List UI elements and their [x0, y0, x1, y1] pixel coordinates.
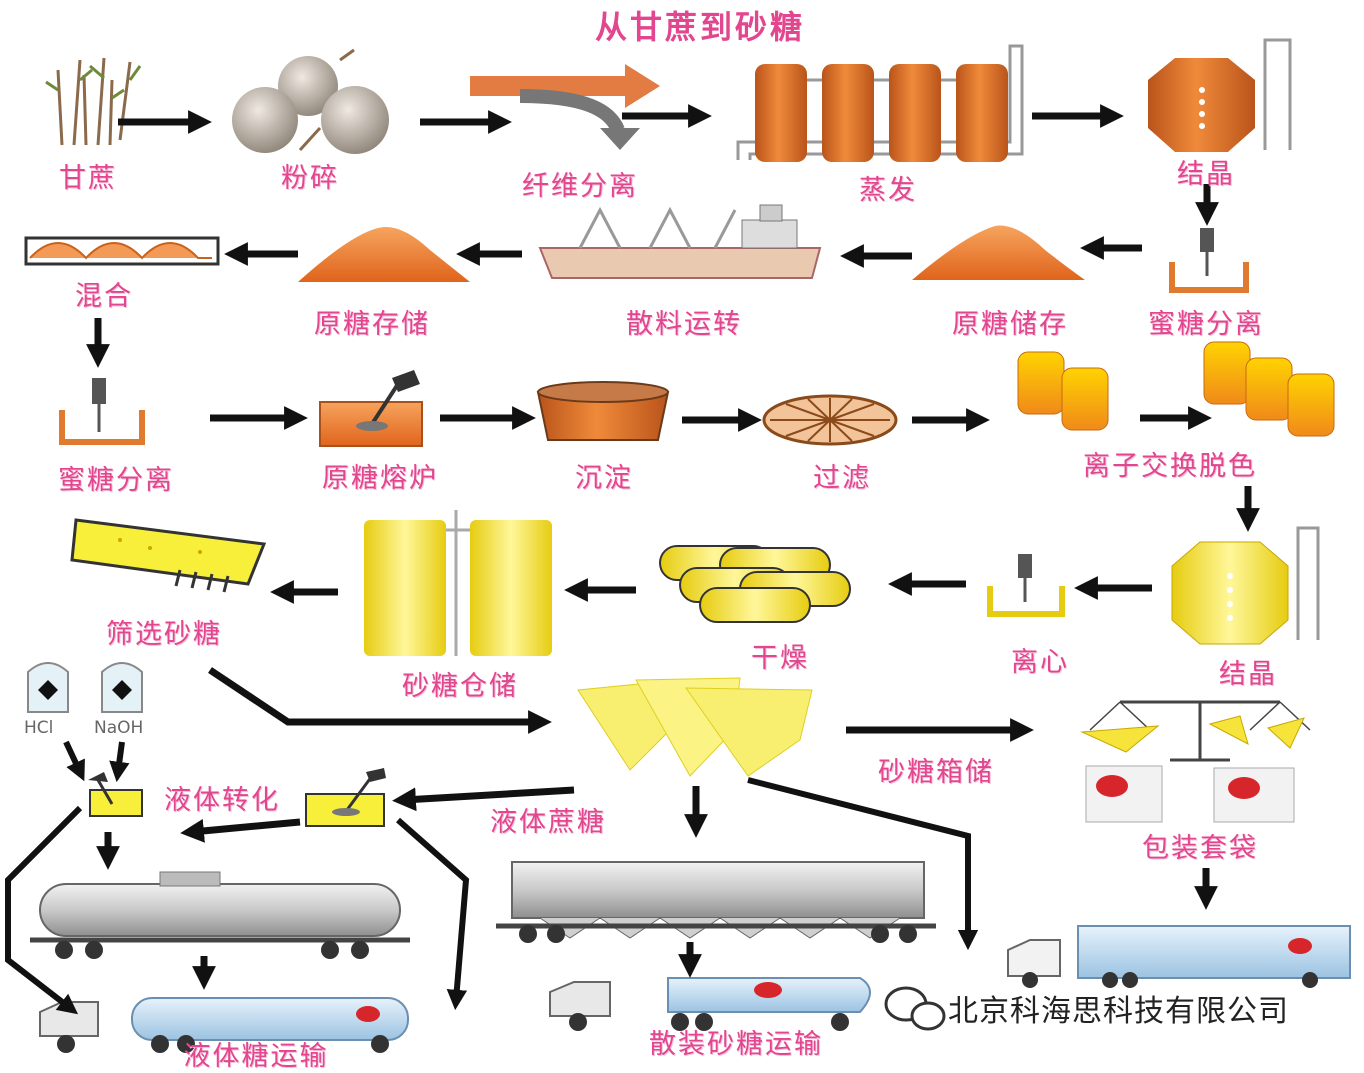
molasses-centrifuge-orange-icon	[1169, 228, 1249, 293]
molasses-centrifuge-orange-2-icon	[59, 378, 145, 445]
bulk-tanker-truck-icon	[549, 977, 871, 1031]
label-sugar-screening: 筛选砂糖	[106, 619, 222, 650]
sugarcane-icon	[45, 57, 142, 146]
liquid-tanker-truck-icon	[39, 997, 409, 1053]
fiber-separation-icon	[470, 64, 660, 150]
label-liquid-sugar-transport: 液体糖运输	[183, 1041, 329, 1072]
label-sugarcane: 甘蔗	[59, 163, 117, 194]
label-evaporation: 蒸发	[859, 175, 917, 206]
evaporators-icon	[736, 44, 1024, 162]
label-filtration: 过滤	[813, 463, 871, 494]
mixer-icon	[24, 236, 220, 266]
sugar-silos-icon	[364, 510, 552, 656]
label-settling: 沉淀	[575, 463, 633, 494]
chemical-tank-hcl-icon	[27, 662, 69, 713]
label-packaging: 包装套袋	[1142, 833, 1258, 864]
ion-exchange-columns-2-icon	[1203, 341, 1335, 437]
raw-sugar-pile-2-icon	[912, 225, 1085, 280]
label-sugar-warehouse: 砂糖仓储	[402, 671, 518, 702]
sugar-screen-icon	[70, 518, 267, 593]
drying-drums-icon	[659, 545, 851, 623]
label-raw-sugar-melter: 原糖熔炉	[322, 463, 438, 494]
label-crystallization-1: 结晶	[1177, 159, 1235, 190]
label-bulk-sugar-transport: 散装砂糖运输	[649, 1029, 823, 1060]
packaging-scale-icon	[1080, 700, 1311, 823]
label-ion-exchange: 离子交换脱色	[1083, 451, 1257, 482]
label-drying: 干燥	[751, 643, 809, 674]
raw-sugar-melter-icon	[319, 370, 423, 447]
label-mixing: 混合	[75, 281, 133, 312]
label-bulk-transport: 散料运转	[626, 309, 742, 340]
tank-rail-car-icon	[30, 871, 410, 959]
chemical-tank-naoh-icon	[101, 662, 143, 713]
label-hcl: HCl	[24, 718, 54, 738]
filter-wheel-icon	[762, 394, 898, 446]
raw-sugar-pile-icon	[298, 226, 470, 282]
crystallizer-yellow-icon	[1171, 526, 1320, 645]
bulk-ship-icon	[538, 204, 822, 279]
ion-exchange-columns-1-icon	[1017, 351, 1109, 431]
centrifuge-yellow-icon	[987, 554, 1065, 617]
label-fiber-separation: 纤维分离	[522, 171, 638, 202]
label-molasses-separation-1: 蜜糖分离	[1148, 309, 1264, 340]
conversion-tank-1-icon	[88, 772, 143, 817]
wechat-icon	[884, 986, 946, 1031]
label-liquid-conversion: 液体转化	[164, 785, 280, 816]
flow-arrows	[86, 104, 1260, 990]
hopper-rail-car-icon	[496, 861, 936, 943]
label-naoh: NaOH	[94, 718, 144, 738]
label-sugar-bin-storage: 砂糖箱储	[878, 757, 994, 788]
watermark: 北京科海思科技有限公司	[948, 994, 1289, 1029]
long-flow-arrows	[5, 740, 979, 1015]
crystallizer-orange-icon	[1148, 38, 1292, 152]
sugar-hoppers-icon	[577, 677, 813, 777]
label-crystallization-2: 结晶	[1219, 659, 1277, 690]
container-truck-icon	[1007, 925, 1351, 988]
diagram-title: 从甘蔗到砂糖	[594, 8, 806, 46]
label-molasses-separation-2: 蜜糖分离	[58, 465, 174, 496]
label-crushing: 粉碎	[281, 163, 339, 194]
label-centrifuge: 离心	[1011, 647, 1069, 678]
label-raw-sugar-storage-1: 原糖储存	[952, 309, 1068, 340]
settling-tank-icon	[536, 381, 670, 441]
label-raw-sugar-storage-2: 原糖存储	[314, 309, 430, 340]
conversion-tank-2-icon	[305, 768, 386, 827]
label-liquid-sucrose: 液体蔗糖	[490, 807, 606, 838]
crushing-rollers-icon	[232, 48, 389, 154]
